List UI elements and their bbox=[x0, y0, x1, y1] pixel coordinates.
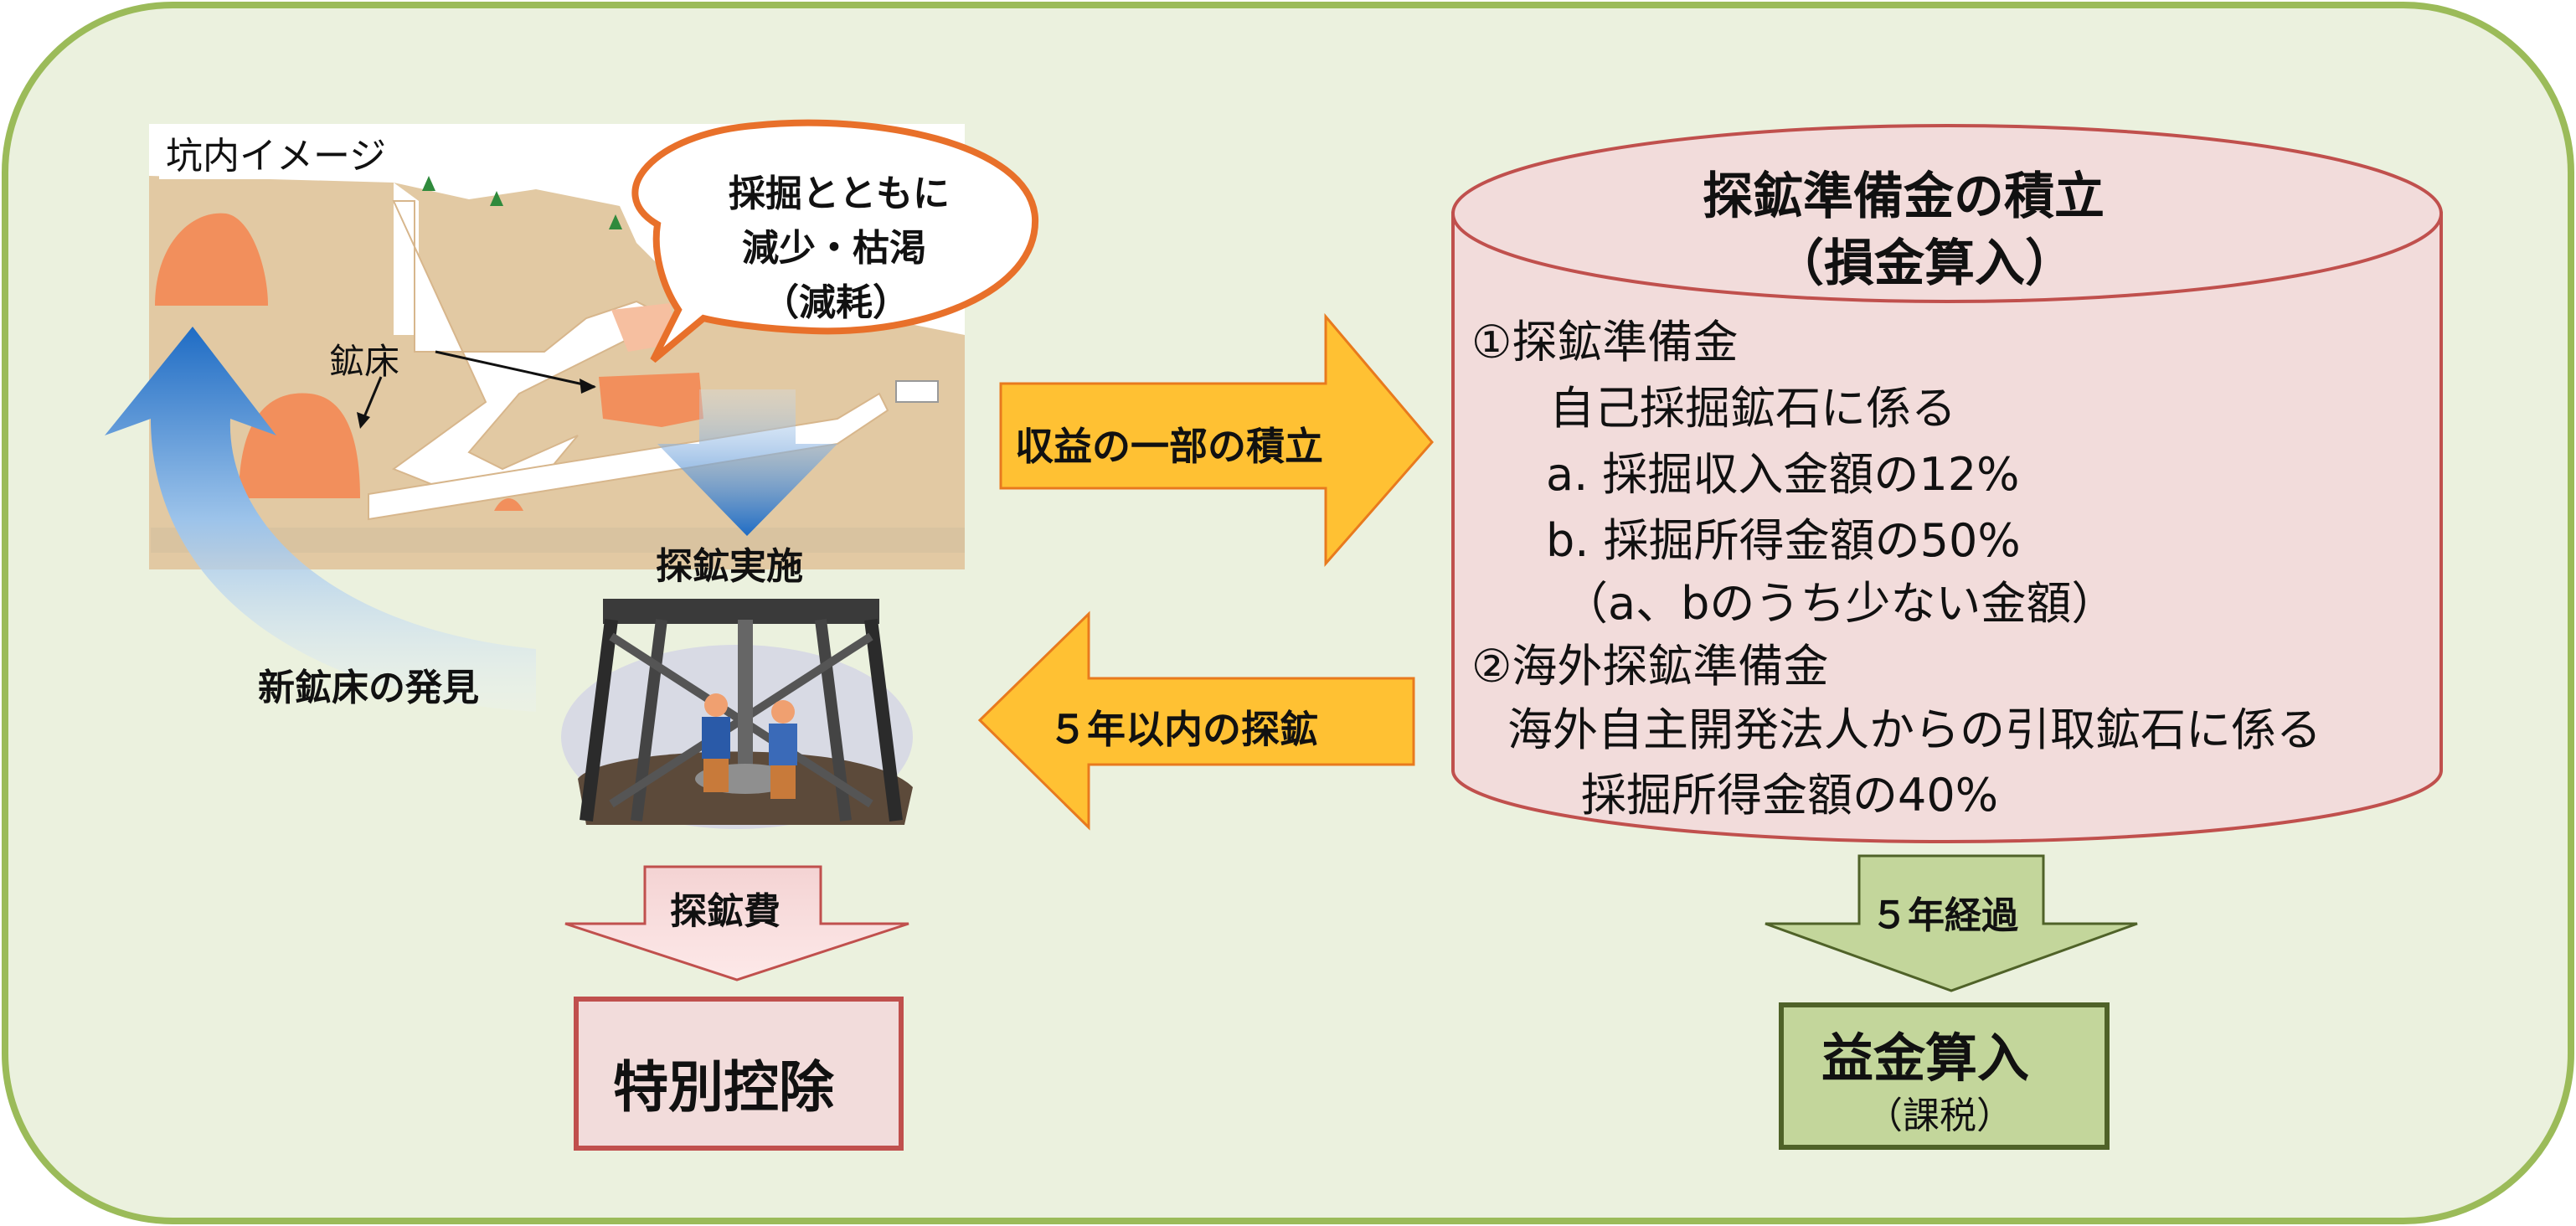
arrow-to-reserve bbox=[999, 312, 1434, 567]
drilling-rig-image bbox=[561, 599, 913, 829]
bubble-line-1: 採掘とともに bbox=[729, 173, 950, 215]
arrow-to-reserve-label: 収益の一部の積立 bbox=[1015, 424, 1323, 469]
ore-label: 鉱床 bbox=[329, 341, 400, 382]
result-box bbox=[1779, 1002, 2110, 1150]
reserve-line-7: 海外自主開発法人からの引取鉱石に係る bbox=[1507, 703, 2321, 756]
bubble-line-3: （減耗） bbox=[762, 281, 909, 324]
mine-image-label: 坑内イメージ bbox=[159, 126, 394, 179]
speech-bubble bbox=[631, 119, 1039, 363]
reserve-line-4: b. 採掘所得金額の50% bbox=[1546, 514, 2021, 567]
elapsed-arrow bbox=[1765, 854, 2138, 992]
reserve-line-2: 自己採掘鉱石に係る bbox=[1549, 382, 1956, 435]
deduction-box bbox=[574, 997, 904, 1151]
elapsed-label: ５年経過 bbox=[1871, 894, 2018, 937]
arrow-from-reserve bbox=[977, 610, 1415, 831]
bubble-line-2: 減少・枯渇 bbox=[742, 227, 926, 270]
exploration-label: 探鉱実施 bbox=[656, 545, 803, 588]
cost-label: 探鉱費 bbox=[670, 890, 781, 933]
reserve-line-3: a. 採掘収入金額の12% bbox=[1546, 448, 2020, 501]
arrow-from-reserve-label: ５年以内の探鉱 bbox=[1048, 707, 1318, 752]
result-label: 益金算入 bbox=[1821, 1028, 2030, 1089]
deduction-label: 特別控除 bbox=[613, 1055, 834, 1120]
depletion-arrow bbox=[657, 389, 837, 536]
result-sub-label: （課税） bbox=[1866, 1095, 2013, 1137]
reserve-title-line-1: 探鉱準備金の積立 bbox=[1703, 167, 2105, 226]
cost-arrow bbox=[564, 865, 909, 981]
discovery-arrow bbox=[105, 327, 536, 712]
reserve-line-8: 採掘所得金額の40% bbox=[1581, 769, 1999, 822]
reserve-line-6: ②海外探鉱準備金 bbox=[1471, 640, 1829, 693]
reserve-line-1: ①探鉱準備金 bbox=[1471, 316, 1739, 368]
reserve-cylinder bbox=[1451, 124, 2443, 843]
reserve-line-5: （a、bのうち少ない金額） bbox=[1563, 577, 2117, 630]
discovery-label: 新鉱床の発見 bbox=[258, 667, 479, 709]
reserve-title-line-2: （損金算入） bbox=[1774, 234, 2075, 293]
